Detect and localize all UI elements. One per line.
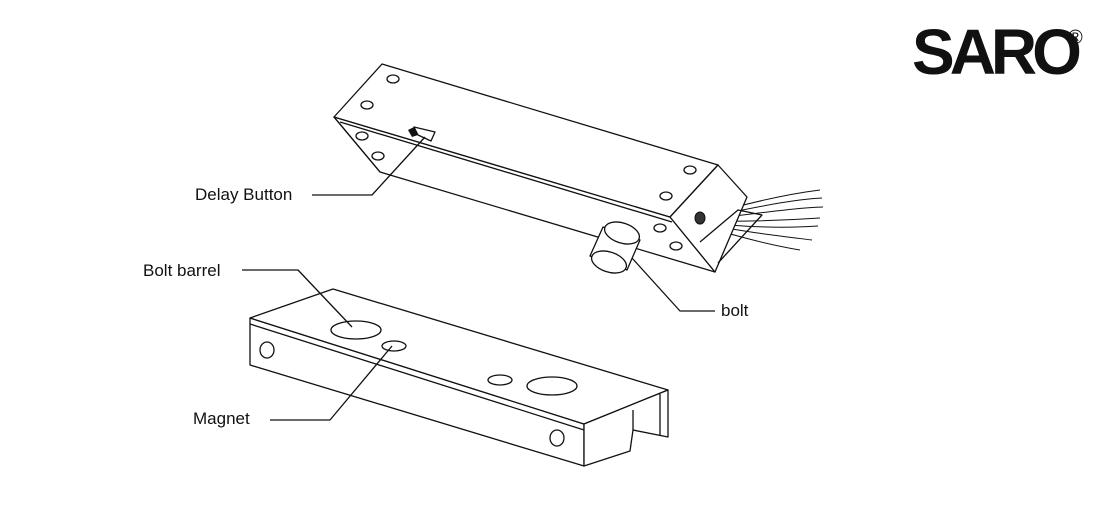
strike-plate (249, 288, 669, 467)
delay-button-part (408, 126, 436, 142)
label-magnet: Magnet (193, 409, 250, 428)
bolt-part (589, 221, 641, 274)
screw-holes (355, 74, 697, 251)
label-bolt: bolt (721, 301, 749, 320)
end-face (669, 164, 748, 273)
callouts: Delay Button Bolt barrel Magnet bolt (143, 136, 749, 428)
registered-mark: ® (1068, 27, 1083, 49)
label-bolt-barrel: Bolt barrel (143, 261, 220, 280)
saro-logo: SARO ® (912, 16, 1085, 88)
lock-body (333, 63, 824, 274)
logo-text: SARO (912, 16, 1080, 88)
label-delay-button: Delay Button (195, 185, 292, 204)
strike-holes (259, 320, 578, 447)
